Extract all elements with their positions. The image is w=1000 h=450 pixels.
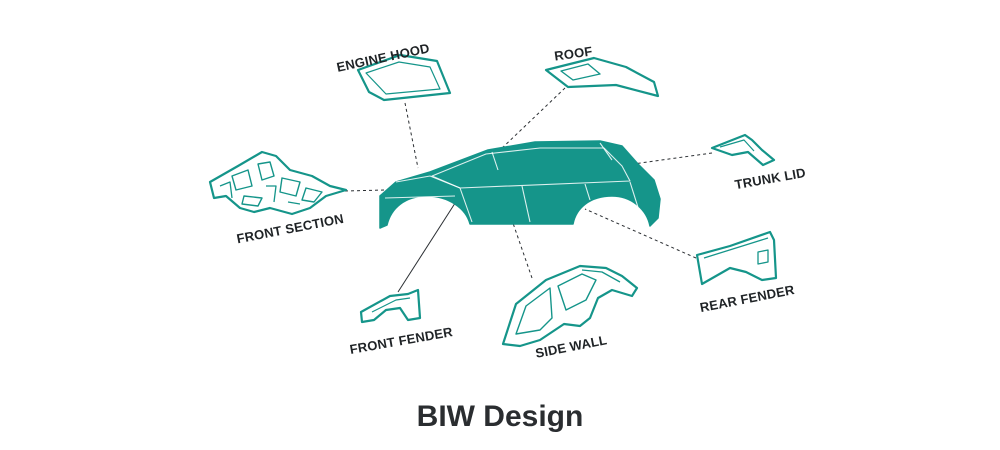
- front-fender-inner: [371, 297, 411, 313]
- diagram-caption: BIW Design: [416, 400, 584, 433]
- trunk-lid-shape: [710, 133, 776, 167]
- front-fender-shape: [359, 288, 422, 324]
- leader-engine-hood: [404, 102, 419, 169]
- rear-fender-part: [695, 230, 778, 286]
- label-front-fender: FRONT FENDER: [349, 324, 455, 357]
- roof-part: [544, 56, 660, 98]
- rear-fender-shape: [695, 230, 778, 286]
- trunk-lid-inner: [719, 139, 755, 152]
- side-wall-part: [501, 264, 639, 348]
- label-rear-fender: REAR FENDER: [699, 282, 797, 315]
- leader-roof: [499, 87, 566, 151]
- label-front-section: FRONT SECTION: [235, 211, 345, 246]
- leader-front-section: [344, 189, 386, 192]
- side-wall-openings: [515, 273, 597, 335]
- trunk-lid-part: [710, 133, 776, 167]
- front-section-cutouts: [231, 161, 323, 207]
- side-wall-rail: [581, 269, 621, 283]
- car-door-lines: [459, 181, 643, 223]
- leader-trunk-lid: [625, 152, 713, 166]
- rear-fender-inner: [703, 237, 769, 265]
- front-section-ribs: [219, 181, 301, 205]
- car-body: [379, 140, 661, 229]
- front-section-part: [208, 150, 348, 216]
- car-body-shell: [379, 140, 661, 229]
- car-roof-rails: [491, 142, 613, 171]
- front-fender-part: [359, 288, 422, 324]
- roof-sunroof: [560, 63, 601, 81]
- label-trunk-lid: TRUNK LID: [734, 165, 807, 192]
- leader-front-fender: [397, 196, 460, 293]
- engine-hood-part: [356, 53, 452, 102]
- leader-rear-fender: [584, 208, 697, 259]
- engine-hood-inner: [365, 61, 441, 95]
- car-window-line: [431, 147, 631, 189]
- label-roof: ROOF: [553, 43, 593, 63]
- car-hood-line: [384, 175, 461, 199]
- roof-shape: [544, 56, 660, 98]
